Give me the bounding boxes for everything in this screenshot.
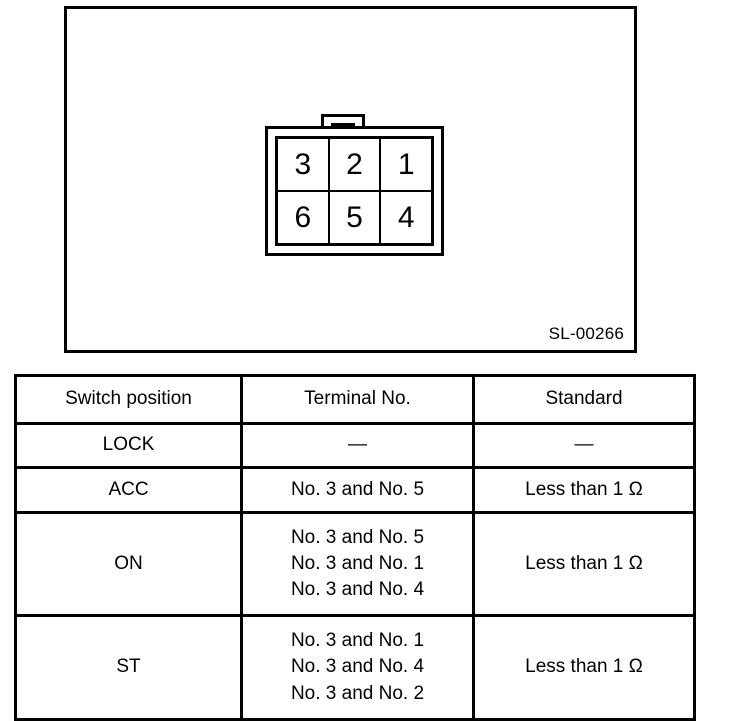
cell-terminal-no: No. 3 and No. 5 No. 3 and No. 1 No. 3 and … [240, 511, 475, 617]
terminal-pair: No. 3 and No. 4 [290, 656, 425, 678]
cell-standard: Less than 1 Ω [472, 466, 696, 514]
cell-standard: Less than 1 Ω [472, 614, 696, 721]
terminal-list-st: No. 3 and No. 1 No. 3 and No. 4 No. 3 and … [247, 628, 468, 707]
cell-switch-position: ACC [14, 466, 243, 514]
terminal-list-on: No. 3 and No. 5 No. 3 and No. 1 No. 3 and … [247, 525, 468, 604]
table-row: LOCK — — [14, 422, 696, 469]
cell-standard: Less than 1 Ω [472, 511, 696, 617]
column-header-terminal-no: Terminal No. [240, 374, 475, 425]
cell-terminal-no: No. 3 and No. 5 [240, 466, 475, 514]
pin-cell-3: 3 [278, 139, 330, 190]
pin-cell-1: 1 [397, 147, 415, 181]
terminal-pair: No. 3 and No. 5 [290, 526, 425, 548]
pin-row-top: 3 2 1 [278, 139, 431, 192]
figure-id-label: SL-00266 [548, 324, 624, 343]
terminal-pair: No. 3 and No. 5 [290, 478, 425, 500]
cell-switch-position: ST [14, 614, 243, 721]
terminal-pair: No. 3 and No. 4 [290, 579, 425, 601]
connector-diagram: 3 2 1 6 5 4 [265, 114, 446, 264]
figure-panel: 3 2 1 6 5 4 SL-00266 [64, 6, 637, 353]
terminal-pair: No. 3 and No. 2 [290, 682, 425, 704]
terminal-list-lock: — [247, 432, 468, 458]
cell-terminal-no: — [240, 422, 475, 469]
cell-standard: — [472, 422, 696, 469]
terminal-pair: No. 3 and No. 1 [290, 630, 425, 652]
cell-terminal-no: No. 3 and No. 1 No. 3 and No. 4 No. 3 and … [240, 614, 475, 721]
connector-pin-grid: 3 2 1 6 5 4 [275, 136, 434, 246]
terminal-list-acc: No. 3 and No. 5 [247, 477, 468, 503]
table-header-row: Switch position Terminal No. Standard [14, 374, 696, 425]
table-row: ACC No. 3 and No. 5 Less than 1 Ω [14, 466, 696, 514]
column-header-standard: Standard [472, 374, 696, 425]
switch-continuity-table: Switch position Terminal No. Standard LO… [14, 374, 696, 721]
terminal-pair: No. 3 and No. 1 [290, 552, 425, 574]
pin-cell-5: 5 [330, 192, 382, 243]
terminal-pair: — [348, 434, 367, 456]
pin-cell-2: 2 [330, 139, 382, 190]
cell-switch-position: LOCK [14, 422, 243, 469]
cell-switch-position: ON [14, 511, 243, 617]
pin-cell-6: 6 [278, 192, 330, 243]
column-header-switch-position: Switch position [14, 374, 243, 425]
pin-row-bottom: 6 5 4 [278, 192, 431, 243]
pin-cell-4: 4 [397, 200, 415, 234]
